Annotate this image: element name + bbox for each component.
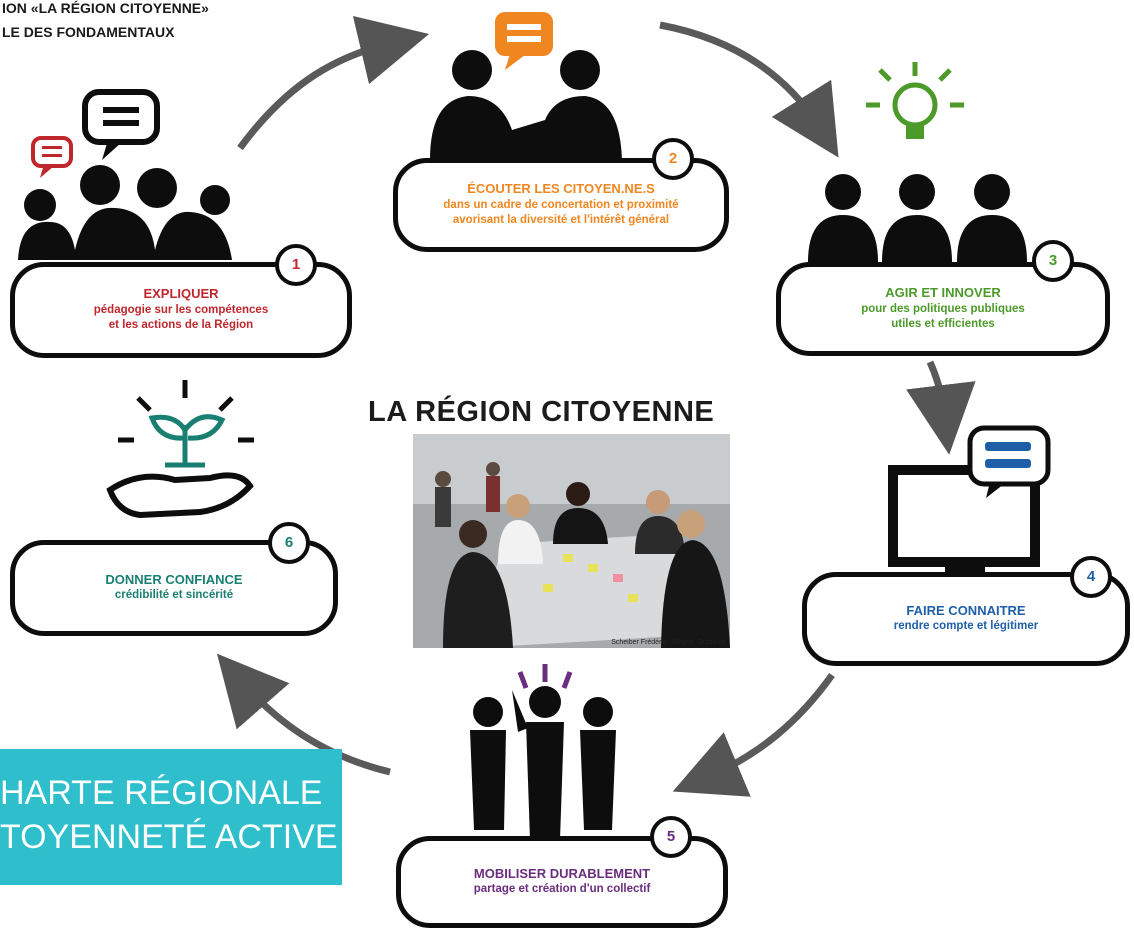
step-4-box: FAIRE CONNAITRE rendre compte et légitim…: [802, 572, 1130, 666]
raised-hand-group-icon: [470, 664, 616, 840]
charter-banner: HARTE RÉGIONALE TOYENNETÉ ACTIVE: [0, 749, 342, 885]
step-5-line-1: partage et création d'un collectif: [473, 883, 651, 896]
step-3-line-2: utiles et efficientes: [891, 318, 995, 331]
step-2-title: ÉCOUTER LES CITOYEN.NE.S: [467, 181, 655, 197]
step-4-title: FAIRE CONNAITRE: [906, 603, 1026, 619]
step-2-line-2: avorisant la diversité et l'intérêt géné…: [452, 214, 670, 227]
step-3-title: AGIR ET INNOVER: [885, 285, 1001, 301]
hand-sprout-icon: [106, 380, 254, 519]
step-2-number: 2: [652, 138, 694, 180]
step-4-number: 4: [1070, 556, 1112, 598]
crowd-with-speech-bubbles-icon: [18, 89, 232, 260]
header-line-1: ION «LA RÉGION CITOYENNE»: [2, 0, 209, 16]
step-4-line-1: rendre compte et légitimer: [893, 620, 1039, 633]
step-2-line-1: dans un cadre de concertation et proximi…: [443, 198, 679, 211]
step-5-title: MOBILISER DURABLEMENT: [473, 866, 651, 882]
step-6-number: 6: [268, 522, 310, 564]
arrow-1-to-2: [237, 15, 430, 151]
step-1-number: 1: [275, 244, 317, 286]
arrow-4-to-5: [672, 672, 835, 797]
step-3-box: AGIR ET INNOVER pour des politiques publ…: [776, 262, 1110, 356]
header-line-2: LE DES FONDAMENTAUX: [2, 24, 175, 40]
step-5-number: 5: [650, 816, 692, 858]
meeting-photo: Scheiber Frédéric - Région Occitanie: [413, 434, 730, 648]
monitor-speech-icon: [888, 425, 1051, 590]
step-1-line-2: et les actions de la Région: [108, 319, 254, 332]
arrow-5-to-6: [216, 653, 391, 776]
banner-line-2: TOYENNETÉ ACTIVE: [0, 818, 338, 856]
step-1-title: EXPLIQUER: [143, 286, 219, 302]
center-title: LA RÉGION CITOYENNE: [368, 396, 715, 428]
step-1-line-1: pédagogie sur les compétences: [93, 303, 269, 316]
step-6-line-1: crédibilité et sincérité: [114, 589, 234, 602]
arrow-3-to-4: [906, 360, 976, 455]
banner-line-1: HARTE RÉGIONALE: [0, 774, 323, 812]
lightbulb-group-icon: [808, 62, 1027, 262]
meeting-photo-illustration: [413, 434, 730, 648]
photo-credit: Scheiber Frédéric - Région Occitanie: [611, 639, 726, 646]
step-3-line-1: pour des politiques publiques: [861, 302, 1025, 315]
handshake-icon: [430, 12, 622, 160]
step-3-number: 3: [1032, 240, 1074, 282]
step-6-title: DONNER CONFIANCE: [105, 572, 243, 588]
arrow-2-to-3: [659, 21, 839, 158]
step-6-box: DONNER CONFIANCE crédibilité et sincérit…: [10, 540, 338, 636]
